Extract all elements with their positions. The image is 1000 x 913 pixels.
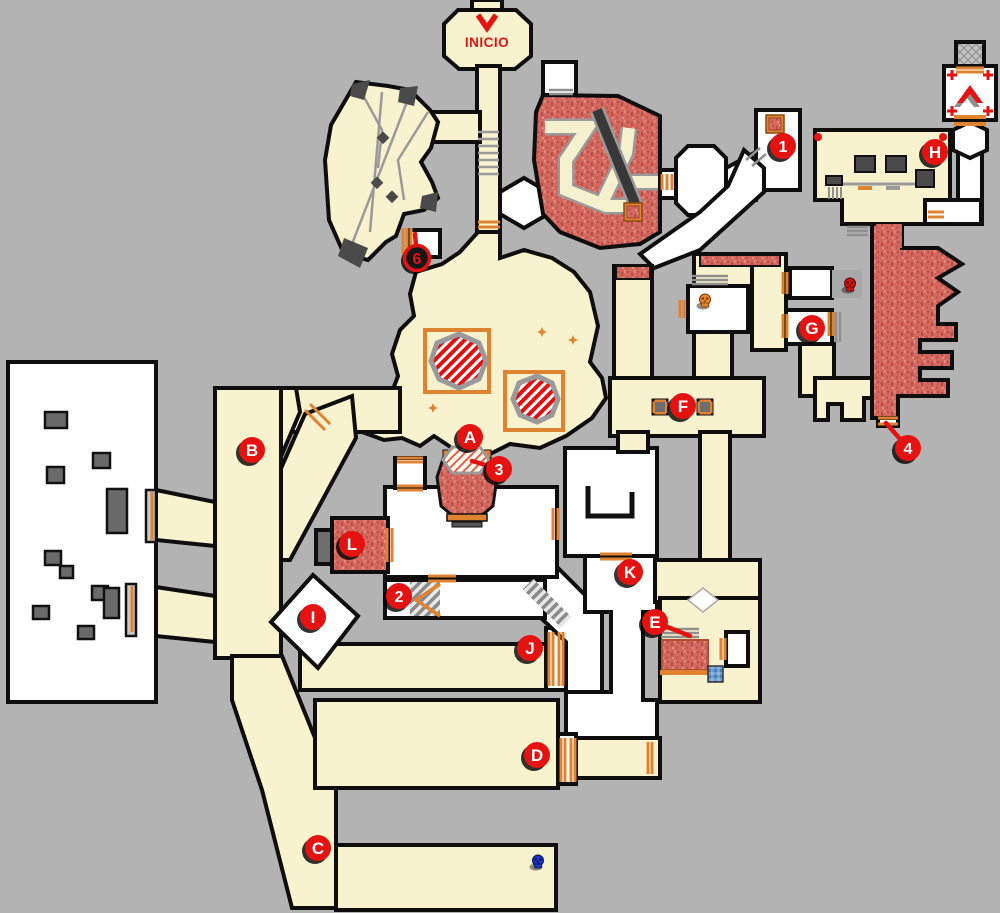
detail-layer [31,80,935,683]
marker-I: I [297,604,326,633]
start-room [442,8,533,71]
marker-6-label: 6 [413,251,422,268]
icon-layer [428,13,993,871]
marker-B-label: B [246,441,258,460]
marker-D-label: D [531,746,543,765]
marker-6: 6 [401,231,432,274]
item-dot-icon [939,133,947,141]
marker-C-label: C [312,839,324,858]
marker-1: 1 [767,133,796,162]
hatched-pool [510,373,561,425]
crates [31,410,129,641]
item-pedestal-icon [765,114,785,134]
marker-G: G [796,315,825,344]
sparkle-item-icon [568,335,578,345]
marker-K-label: K [624,563,637,582]
marker-F-label: F [678,397,688,416]
marker-E: E [639,609,693,639]
start-chevron-icon [475,13,499,33]
marker-E-label: E [649,613,660,632]
exit-teleporter-pad [954,40,986,68]
marker-J-label: J [525,639,534,658]
marker-L-label: L [347,535,357,554]
start-label: INICIO [465,35,509,50]
marker-J: J [514,635,543,664]
marker-K: K [614,559,643,588]
h-room-details [825,155,935,199]
south-corridor [334,843,558,912]
cross-icon [983,70,993,80]
cross-icon [947,70,957,80]
sparkle-item-icon [428,403,438,413]
hatched-pool [428,331,489,391]
marker-1-label: 1 [779,139,788,156]
cross-icon [947,106,957,116]
blue-pool-tile [707,665,724,683]
lift-markers [549,88,868,342]
zigzag-ledges [350,85,430,245]
blue-skull-key-icon [529,854,544,871]
switch-pillar-icon [651,398,669,416]
marker-3-label: 3 [495,462,504,479]
zigzag-pillars [338,80,438,268]
e-room-details [660,587,724,683]
yellow-key-room [686,284,750,334]
fountain-basin [435,445,499,528]
marker-H: H [919,139,948,168]
stairs [478,130,499,176]
marker-H-label: H [929,143,941,162]
switch-pillar-icon [696,398,714,416]
door-layer [130,66,986,782]
marker-I-label: I [311,608,316,627]
step-room [563,446,659,558]
marker-4-label: 4 [904,441,913,458]
marker-B: B [236,437,265,466]
marker-2-label: 2 [395,589,404,606]
marker-A: A [454,424,483,453]
item-pedestal-icon [623,202,643,222]
marker-3: 3 [469,456,512,485]
j-corridor [298,642,548,692]
yellow-skull-key-icon [696,293,711,310]
marker-2: 2 [383,583,412,612]
d-corridor [313,698,560,790]
marker-G-label: G [805,319,818,338]
sparkle-item-icon [537,327,547,337]
marker-F: F [667,393,696,422]
marker-L: L [336,531,365,560]
exit-arrow-icon [954,85,983,107]
item-dot-icon [814,133,822,141]
marker-C: C [302,835,331,864]
marker-4: 4 [883,420,921,464]
cross-icon [983,106,993,116]
red-skull-key-icon [841,277,856,294]
marker-layer: A B C D E F G H I J K L 1 2 3 4 6 [236,133,948,864]
storage-room [6,360,158,704]
blood-river [870,220,966,420]
marker-D: D [521,742,550,771]
marker-A-label: A [464,428,476,447]
